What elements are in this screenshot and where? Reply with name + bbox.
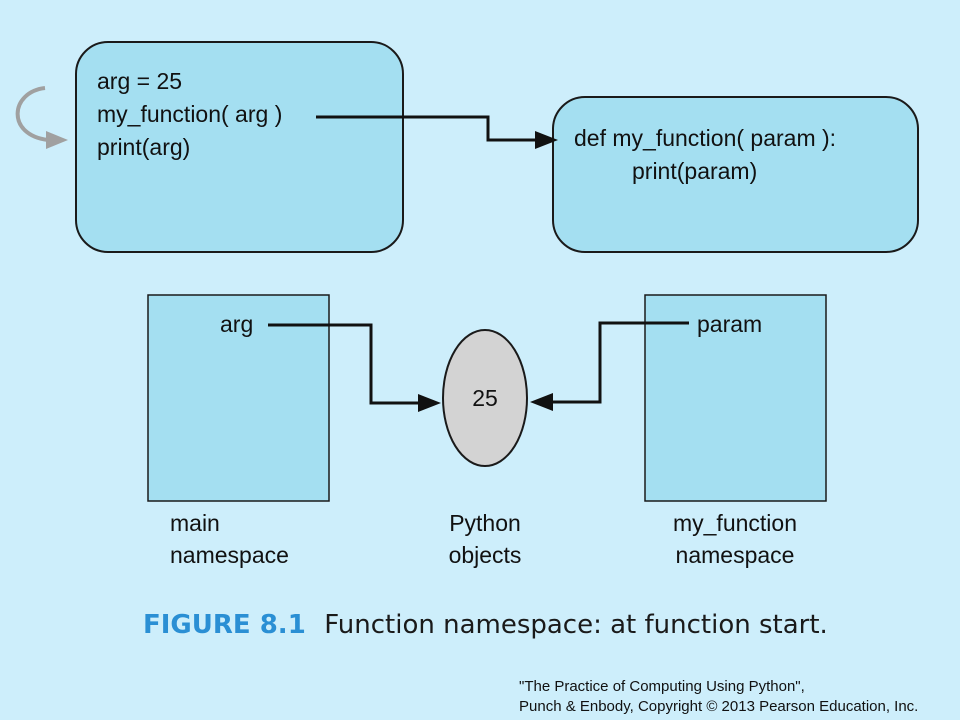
credit-line-2: Punch & Enbody, Copyright © 2013 Pearson… [519, 698, 919, 715]
arg-reference-arrowhead [418, 394, 441, 412]
function-namespace-label-1: my_function [673, 510, 797, 536]
function-body-line: print(param) [632, 158, 757, 184]
copyright-credit: "The Practice of Computing Using Python"… [519, 677, 918, 717]
figure-caption-label: FIGURE 8.1 [143, 610, 306, 640]
call-arrowhead [535, 131, 558, 149]
figure-caption-text: Function namespace: at function start. [324, 610, 828, 640]
param-reference-line [553, 321, 689, 404]
arg-reference-line [268, 323, 418, 405]
main-code-line-3: print(arg) [97, 134, 190, 160]
param-reference-arrowhead [530, 393, 553, 411]
main-code-line-2: my_function( arg ) [97, 101, 282, 127]
curved-loop-arrow-icon [15, 86, 68, 149]
credit-line-1: "The Practice of Computing Using Python"… [519, 678, 805, 695]
python-object-value: 25 [472, 385, 498, 411]
objects-label-2: objects [449, 542, 522, 568]
function-code-box [552, 96, 919, 253]
main-namespace-var: arg [220, 311, 253, 337]
python-object-ellipse [442, 329, 528, 467]
call-connector-line [316, 115, 535, 142]
main-code-box [75, 41, 404, 253]
main-code-line-1: arg = 25 [97, 68, 182, 94]
main-namespace-label-2: namespace [170, 542, 289, 568]
main-namespace-box [147, 294, 330, 502]
function-namespace-box [644, 294, 827, 502]
figure-caption: FIGURE 8.1 Function namespace: at functi… [143, 610, 828, 640]
main-namespace-label-1: main [170, 510, 220, 536]
function-namespace-var: param [697, 311, 762, 337]
objects-label-1: Python [449, 510, 521, 536]
function-namespace-label-2: namespace [676, 542, 795, 568]
function-def-line: def my_function( param ): [574, 125, 836, 151]
